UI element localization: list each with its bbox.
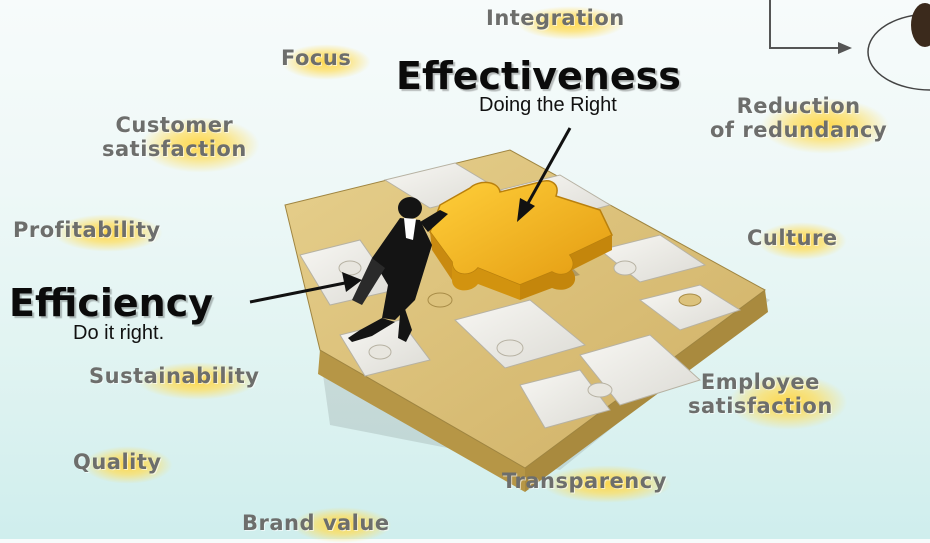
keyword-customer-satisfaction: Customer satisfaction (102, 113, 260, 173)
keyword-employee-satisfaction: Employee satisfaction (688, 370, 848, 430)
effectiveness-subtitle: Doing the Right (479, 94, 617, 116)
corner-diagram (769, 0, 930, 91)
efficiency-arrow (249, 272, 362, 304)
keyword-sustainability: Sustainability (89, 362, 259, 400)
efficiency-subtitle: Do it right. (73, 322, 165, 344)
keyword-quality: Quality (73, 446, 173, 484)
effectiveness-title: Effectiveness (396, 54, 681, 98)
keyword-profitability: Profitability (13, 214, 163, 252)
effectiveness-arrow (517, 127, 572, 222)
keyword-brand-value: Brand value (242, 507, 392, 543)
pushing-figure (348, 197, 448, 342)
board-side-front (318, 350, 525, 492)
golden-piece (429, 180, 614, 300)
figure-collar (404, 218, 416, 240)
efficiency-title: Efficiency (9, 281, 214, 325)
keyword-focus: Focus (281, 44, 371, 80)
keyword-culture: Culture (747, 222, 847, 260)
keyword-reduction-of-redundancy: Reduction of redundancy (710, 94, 890, 154)
keyword-integration: Integration (486, 6, 626, 40)
keyword-transparency: Transparency (502, 465, 672, 503)
